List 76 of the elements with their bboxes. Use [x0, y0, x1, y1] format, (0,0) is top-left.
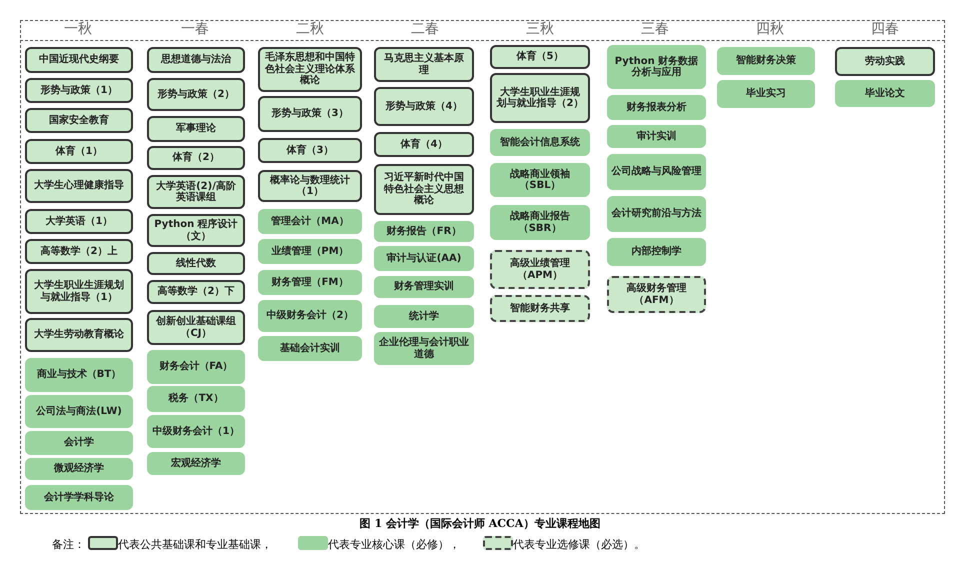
core-course-box: 财务报表分析 [607, 95, 706, 120]
semester-heading: 四春 [870, 20, 900, 38]
public-course-box: 大学英语（1） [25, 209, 133, 234]
public-course-box: 习近平新时代中国特色社会主义思想概论 [374, 164, 474, 215]
core-course-box: 财务管理实训 [374, 276, 474, 298]
public-course-box: 高等数学（2）上 [25, 239, 133, 264]
public-course-box: 形势与政策（1） [25, 78, 133, 103]
core-course-box: 内部控制学 [607, 238, 706, 266]
core-course-box: 微观经济学 [25, 458, 133, 480]
public-course-box: 劳动实践 [835, 47, 935, 76]
figure-caption: 图 1 会计学（国际会计师 ACCA）专业课程地图 [360, 516, 600, 531]
public-course-box: 体育（3） [258, 138, 362, 163]
public-course-box: 国家安全教育 [25, 108, 133, 133]
public-course-box: 中国近现代史纲要 [25, 47, 133, 73]
public-course-box: 高等数学（2）下 [147, 280, 245, 304]
core-course-box: 财务报告（FR） [374, 221, 474, 242]
legend-text: 代表公共基础课和专业基础课， [118, 537, 272, 552]
public-course-box: 大学生职业生涯规划与就业指导（2） [490, 73, 590, 123]
core-course-box: 审计实训 [607, 125, 706, 148]
public-course-box: 思想道德与法治 [147, 47, 245, 73]
public-course-box: 体育（4） [374, 132, 474, 157]
elective-course-box: 高级财务管理（AFM） [607, 276, 706, 313]
public-course-box: 概率论与数理统计（1） [258, 170, 362, 202]
public-course-box: 创新创业基础课组（CJ） [147, 310, 245, 345]
core-course-box: 公司法与商法(LW) [25, 395, 133, 428]
core-course-box: 战略商业领袖（SBL） [490, 163, 590, 197]
core-course-box: 中级财务会计（1） [147, 415, 245, 448]
core-course-box: 会计学 [25, 431, 133, 455]
core-course-box: 智能会计信息系统 [490, 129, 590, 156]
core-course-box: 统计学 [374, 305, 474, 328]
core-course-box: 管理会计（MA） [258, 209, 362, 234]
core-course-box: 会计研究前沿与方法 [607, 196, 706, 232]
core-course-box: 公司战略与风险管理 [607, 154, 706, 190]
public-course-box: Python 程序设计（文） [147, 214, 245, 247]
public-course-box: 线性代数 [147, 252, 245, 275]
semester-heading: 三秋 [525, 20, 555, 38]
semester-heading: 二春 [410, 20, 440, 38]
core-course-box: 基础会计实训 [258, 336, 362, 361]
core-course-box: 毕业实习 [717, 80, 815, 108]
core-course-box: 中级财务会计（2） [258, 300, 362, 332]
semester-heading: 二秋 [295, 20, 325, 38]
semester-heading: 三春 [640, 20, 670, 38]
public-course-box: 体育（5） [490, 45, 590, 69]
public-course-box: 形势与政策（2） [147, 78, 245, 111]
legend-text: 代表专业选修课（必选）。 [513, 537, 645, 552]
core-course-box: 企业伦理与会计职业道德 [374, 332, 474, 365]
core-course-box: 业绩管理（PM） [258, 239, 362, 264]
core-course-box: 会计学学科导论 [25, 485, 133, 510]
core-course-box: 审计与认证(AA) [374, 246, 474, 271]
core-course-box: 税务（TX） [147, 386, 245, 412]
legend-text: 代表专业核心课（必修）， [328, 537, 460, 552]
public-course-box: 毛泽东思想和中国特色社会主义理论体系概论 [258, 47, 362, 92]
core-course-box: 智能财务决策 [717, 47, 815, 75]
core-course-box: 商业与技术（BT） [25, 358, 133, 392]
public-course-box: 大学生劳动教育概论 [25, 318, 133, 352]
core-course-box: Python 财务数据分析与应用 [607, 45, 706, 89]
public-course-box: 形势与政策（4） [374, 87, 474, 126]
public-course-box: 体育（1） [25, 139, 133, 164]
note-label: 备注： [52, 537, 85, 552]
core-course-box: 财务会计（FA） [147, 350, 245, 384]
public-course-box: 马克思主义基本原理 [374, 47, 474, 82]
public-course-box: 大学生职业生涯规划与就业指导（1） [25, 269, 133, 314]
semester-heading: 一春 [180, 20, 210, 38]
core-course-box: 毕业论文 [835, 80, 935, 107]
public-course-box: 军事理论 [147, 116, 245, 142]
public-course-box: 形势与政策（3） [258, 96, 362, 132]
elective-course-box: 高级业绩管理（APM） [490, 250, 590, 289]
public-course-box: 体育（2） [147, 146, 245, 170]
public-course-box: 大学生心理健康指导 [25, 169, 133, 203]
core-course-box: 宏观经济学 [147, 452, 245, 475]
semester-heading: 四秋 [755, 20, 785, 38]
core-course-box: 财务管理（FM） [258, 270, 362, 295]
core-course-box: 战略商业报告（SBR） [490, 205, 590, 240]
elective-course-box: 智能财务共享 [490, 295, 590, 322]
public-course-box: 大学英语(2)/高阶英语课组 [147, 175, 245, 209]
semester-heading: 一秋 [63, 20, 93, 38]
